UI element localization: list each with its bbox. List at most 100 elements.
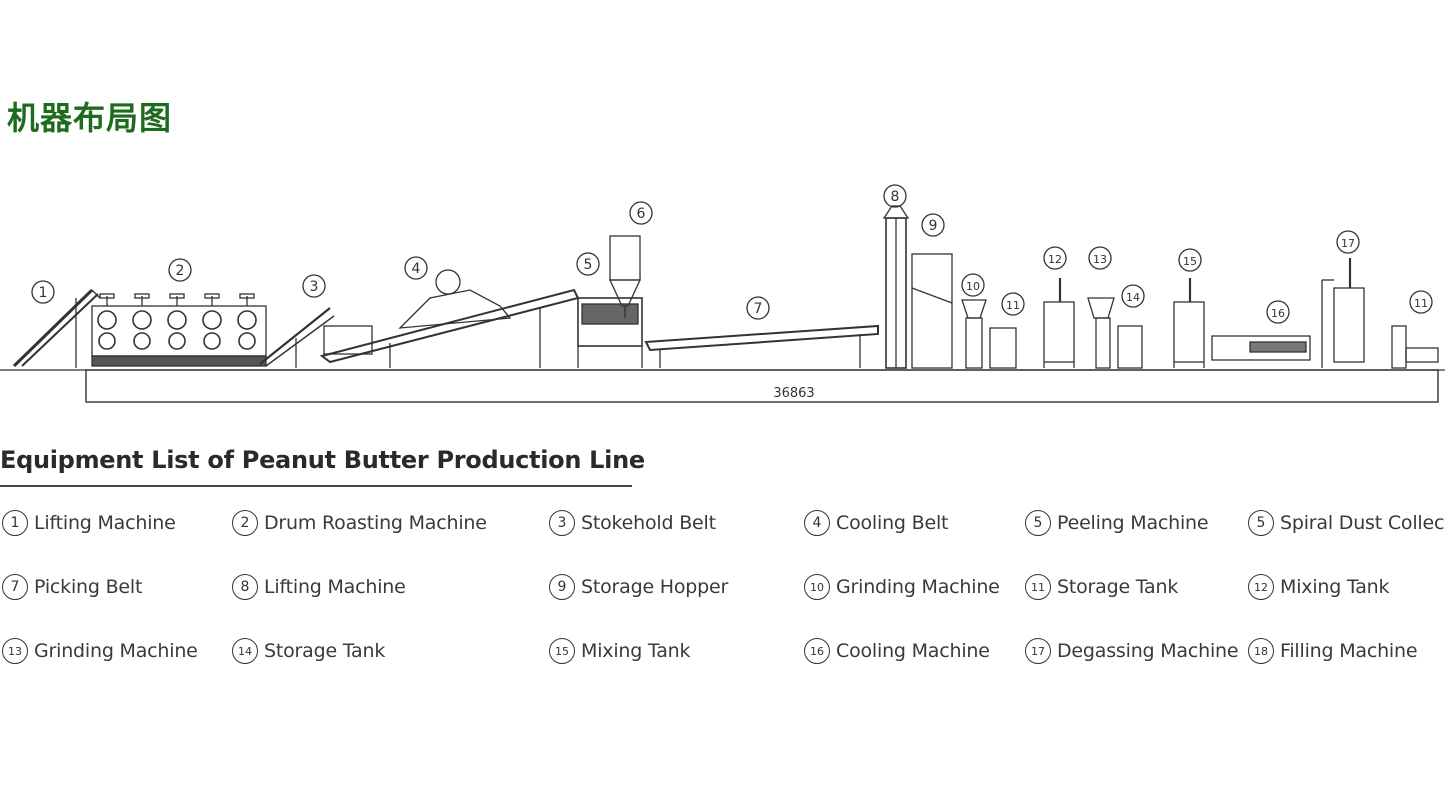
callout-circle xyxy=(961,273,985,297)
equipment-item: 4 Cooling Belt xyxy=(804,510,948,536)
equipment-number: 4 xyxy=(804,510,830,536)
equipment-item: 8 Lifting Machine xyxy=(232,574,406,600)
equipment-label: Mixing Tank xyxy=(581,640,691,662)
machine-3-stokehold-belt xyxy=(259,307,335,368)
callout-number: 3 xyxy=(310,279,319,295)
callout-circle xyxy=(1001,292,1025,316)
callout-number: 15 xyxy=(1183,255,1197,268)
machine-4-cooling-belt xyxy=(319,269,580,368)
equipment-number: 10 xyxy=(804,574,830,600)
equipment-label: Grinding Machine xyxy=(836,576,1000,598)
equipment-item: 9 Storage Hopper xyxy=(549,574,728,600)
callout-number: 6 xyxy=(637,206,646,222)
equipment-number: 11 xyxy=(1025,574,1051,600)
equipment-label: Lifting Machine xyxy=(264,576,406,598)
equipment-number: 3 xyxy=(549,510,575,536)
equipment-label: Stokehold Belt xyxy=(581,512,716,534)
callout-circle xyxy=(576,252,600,276)
page-title: 机器布局图 xyxy=(7,99,173,137)
machine-18-filling xyxy=(1391,325,1439,369)
machine-13-grinding xyxy=(1087,297,1115,369)
callout-number: 13 xyxy=(1093,253,1107,266)
callout-circle xyxy=(629,201,653,225)
callout-number: 10 xyxy=(966,280,980,293)
callout-number: 8 xyxy=(891,189,900,205)
machine-10-grinding xyxy=(961,299,987,369)
machine-9-storage-hopper xyxy=(911,253,953,369)
equipment-number: 14 xyxy=(232,638,258,664)
callout-number: 1 xyxy=(39,285,48,301)
callout-circle xyxy=(921,213,945,237)
equipment-number: 5 xyxy=(1025,510,1051,536)
machine-16-cooling xyxy=(1211,335,1311,361)
equipment-label: Lifting Machine xyxy=(34,512,176,534)
machine-11-storage-tank xyxy=(989,327,1017,369)
equipment-number: 16 xyxy=(804,638,830,664)
equipment-label: Degassing Machine xyxy=(1057,640,1239,662)
callout-number: 9 xyxy=(929,218,938,234)
machine-15-mixing-tank xyxy=(1173,278,1205,368)
callout-circle xyxy=(302,274,326,298)
callout-number: 4 xyxy=(412,261,421,277)
equipment-item: 12 Mixing Tank xyxy=(1248,574,1389,600)
equipment-label: Drum Roasting Machine xyxy=(264,512,487,534)
equipment-number: 15 xyxy=(549,638,575,664)
callout-circle xyxy=(1088,246,1112,270)
callout-number: 11 xyxy=(1006,299,1020,312)
equipment-item: 14 Storage Tank xyxy=(232,638,385,664)
equipment-label: Filling Machine xyxy=(1280,640,1418,662)
machine-2-drum-roasting xyxy=(91,293,267,367)
equipment-label: Grinding Machine xyxy=(34,640,198,662)
equipment-item: 3 Stokehold Belt xyxy=(549,510,716,536)
equipment-label: Cooling Machine xyxy=(836,640,990,662)
equipment-label: Cooling Belt xyxy=(836,512,949,534)
callout-circle xyxy=(1043,246,1067,270)
callout-number: 12 xyxy=(1048,253,1062,266)
equipment-number: 2 xyxy=(232,510,258,536)
machine-14-storage-tank xyxy=(1117,325,1143,369)
callout-circle xyxy=(1336,230,1360,254)
equipment-number: 13 xyxy=(2,638,28,664)
equipment-label: Storage Hopper xyxy=(581,576,729,598)
machine-7-picking-belt xyxy=(644,324,879,368)
machine-1-lifting xyxy=(12,288,101,368)
callout-circle xyxy=(1266,300,1290,324)
equipment-number: 18 xyxy=(1248,638,1274,664)
equipment-number: 8 xyxy=(232,574,258,600)
equipment-item: 17 Degassing Machine xyxy=(1025,638,1239,664)
callout-circle xyxy=(1409,290,1433,314)
equipment-list-heading: Equipment List of Peanut Butter Producti… xyxy=(0,446,645,474)
equipment-item: 2 Drum Roasting Machine xyxy=(232,510,487,536)
machine-8-lifting-vertical xyxy=(882,205,910,369)
callout-circle xyxy=(883,184,907,208)
equipment-number: 17 xyxy=(1025,638,1051,664)
equipment-number: 1 xyxy=(2,510,28,536)
callout-number: 11 xyxy=(1414,297,1428,310)
equipment-label: Picking Belt xyxy=(34,576,143,598)
callout-circle xyxy=(746,296,770,320)
machine-5-peeling xyxy=(577,297,643,368)
equipment-item: 10 Grinding Machine xyxy=(804,574,1000,600)
callout-number: 2 xyxy=(176,263,185,279)
machine-17-degassing xyxy=(1321,258,1365,368)
equipment-number: 12 xyxy=(1248,574,1274,600)
callout-number: 7 xyxy=(754,301,763,317)
callout-number: 16 xyxy=(1271,307,1285,320)
callout-number: 14 xyxy=(1126,291,1140,304)
equipment-item: 1 Lifting Machine xyxy=(2,510,176,536)
equipment-label: Storage Tank xyxy=(264,640,386,662)
equipment-number: 9 xyxy=(549,574,575,600)
callout-circle xyxy=(168,258,192,282)
equipment-item: 13 Grinding Machine xyxy=(2,638,198,664)
dimension-label: 36863 xyxy=(773,386,814,401)
equipment-item: 16 Cooling Machine xyxy=(804,638,990,664)
equipment-label: Spiral Dust Collector xyxy=(1280,512,1445,534)
callout-circle xyxy=(1178,248,1202,272)
equipment-label: Mixing Tank xyxy=(1280,576,1390,598)
equipment-item: 15 Mixing Tank xyxy=(549,638,690,664)
